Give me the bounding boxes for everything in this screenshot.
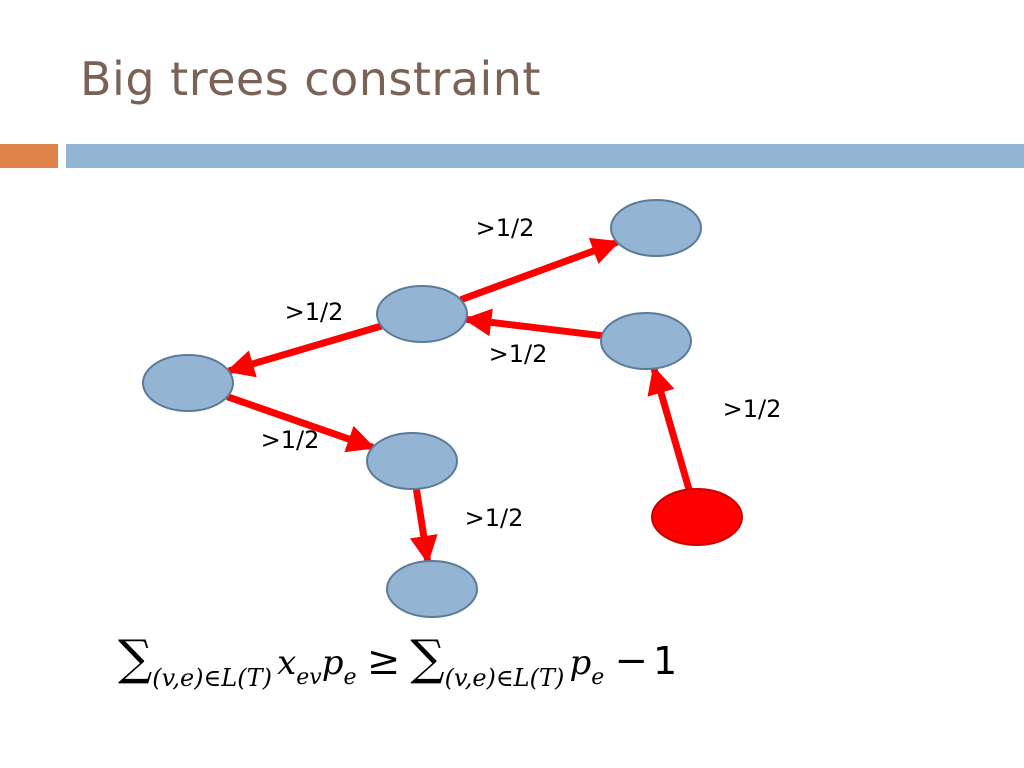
edge-label-center-to-left: >1/2 [285, 298, 344, 326]
edge-label-root-to-right_mid: >1/2 [723, 395, 782, 423]
node-center [376, 285, 468, 343]
minus-symbol: − [614, 638, 648, 684]
node-right-mid [600, 312, 692, 370]
constant-one: 1 [653, 639, 678, 683]
sum-symbol-2: ∑ [410, 630, 445, 686]
node-top-right [610, 199, 702, 257]
var-x: x [277, 643, 297, 683]
title-divider-bar [66, 144, 1024, 168]
sum-subscript-2: (v,e)∈L(T) [444, 664, 565, 692]
edge-center-to-top_right [459, 237, 620, 304]
var-p-2-subscript: e [591, 665, 605, 690]
edge-center-to-left [225, 322, 383, 378]
sum-symbol: ∑ [118, 630, 153, 686]
edge-label-left-to-lower_mid: >1/2 [261, 426, 320, 454]
slide-title: Big trees constraint [80, 52, 541, 106]
var-p: p [321, 643, 344, 683]
var-x-subscript: ev [296, 665, 322, 690]
edge-label-lower_mid-to-bottom: >1/2 [465, 504, 524, 532]
tree-diagram: >1/2 >1/2 >1/2 >1/2 >1/2 >1/2 [142, 199, 782, 618]
sum-subscript: (v,e)∈L(T) [152, 664, 272, 692]
node-root [651, 488, 743, 546]
relation-symbol: ≥ [366, 638, 401, 684]
node-left [142, 354, 234, 412]
var-p-2: p [569, 643, 592, 683]
edge-label-right_mid-to-center: >1/2 [489, 340, 548, 368]
edge-root-to-right_mid [647, 365, 693, 491]
edge-right_mid-to-center [463, 308, 603, 340]
edge-left-to-lower_mid [226, 393, 376, 453]
node-bottom [386, 560, 478, 618]
edge-label-center-to-top_right: >1/2 [476, 214, 535, 242]
node-lower-mid [366, 432, 458, 490]
constraint-formula: ∑(v,e)∈L(T) xevpe ≥ ∑(v,e)∈L(T) pe − 1 [118, 630, 958, 710]
var-p-subscript: e [343, 665, 357, 690]
edge-lower_mid-to-bottom [409, 488, 438, 564]
title-accent-bar [0, 144, 58, 168]
